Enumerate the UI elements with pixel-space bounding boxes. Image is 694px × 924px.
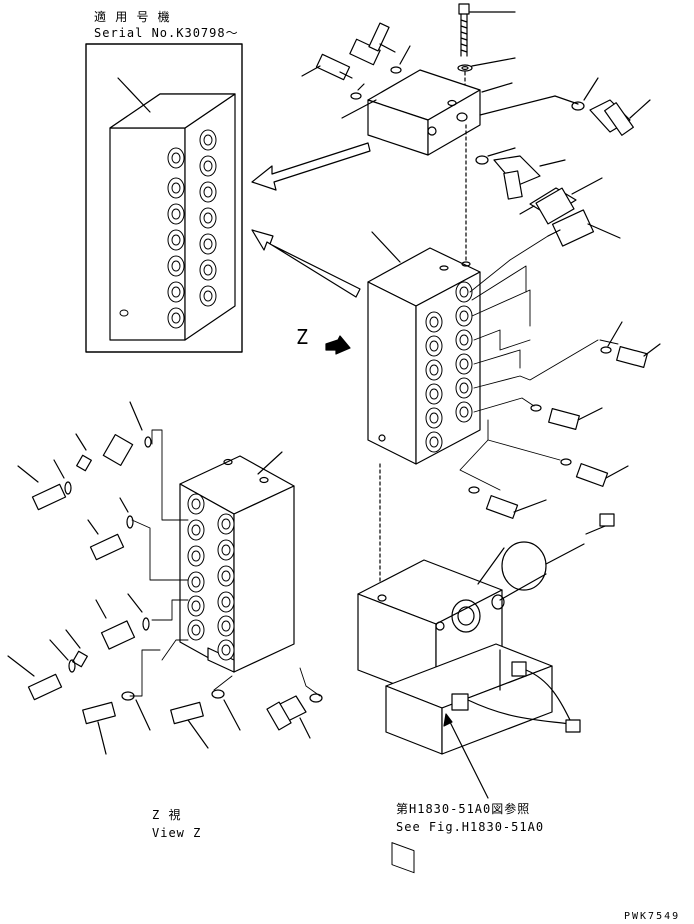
view-marker-label: Z [296, 325, 310, 349]
straight-fitting-top-left [301, 53, 353, 81]
hollow-arrow-upper [251, 142, 371, 191]
pressure-switch-2 [547, 209, 621, 247]
inset-manifold-block [109, 77, 236, 341]
port-leader-lines [459, 235, 619, 491]
view-z-manifold [179, 451, 295, 673]
o-ring-b [350, 92, 362, 100]
view-z-fittings [7, 401, 323, 755]
elbow-fitting-top-left [349, 22, 396, 66]
z-view-arrow [325, 335, 351, 355]
main-manifold-block [367, 231, 481, 465]
straight-fitting-r4 [468, 486, 547, 519]
applicability-inset [85, 43, 243, 353]
elbow-fitting-mid-right [475, 147, 566, 200]
bolt [458, 3, 516, 57]
view-caption-en: View Z [152, 826, 202, 840]
applicability-heading: 適 用 号 機 [94, 10, 171, 24]
reference-en: See Fig.H1830-51A0 [396, 820, 545, 834]
pressure-switch-1 [519, 177, 603, 225]
view-caption-jp: Z 視 [152, 808, 182, 822]
reference-jp: 第H1830-51A0図参照 [396, 802, 531, 816]
straight-fitting-r2 [530, 404, 603, 430]
solenoid-valve-assembly [357, 513, 615, 874]
washer [457, 57, 516, 72]
straight-fitting-r1 [600, 321, 661, 368]
serial-number-label: Serial No.K30798～ [94, 26, 239, 40]
hollow-arrow-lower [251, 229, 361, 298]
view-z-leader-lines [129, 429, 321, 697]
adapter-block-top [341, 69, 513, 156]
drawing-code: PWK7549 [624, 911, 681, 922]
o-ring-a [390, 66, 402, 74]
elbow-fitting-top-right [479, 77, 651, 136]
straight-fitting-r3 [560, 458, 629, 487]
